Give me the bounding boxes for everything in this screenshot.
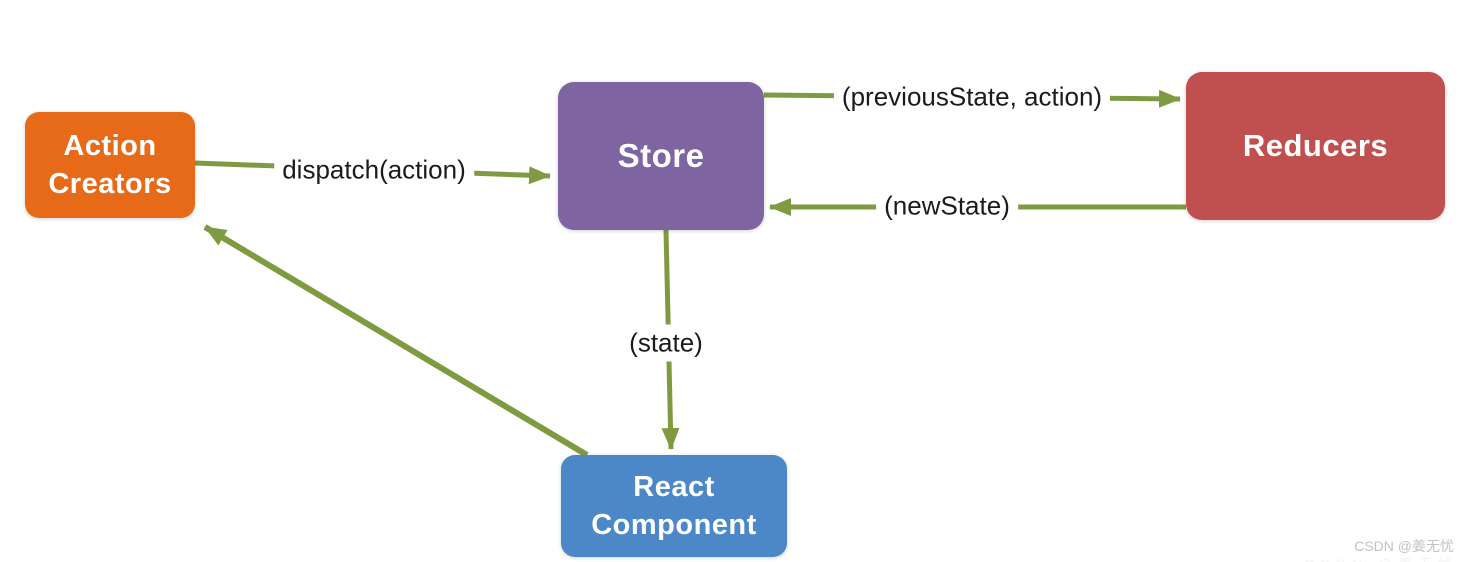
edge-label-dispatch: dispatch(action) xyxy=(274,151,474,189)
watermark: CSDN @姜无忧 xyxy=(1354,538,1454,554)
node-store: Store xyxy=(558,82,764,230)
watermark-clipped: CSDN @姜无忧 xyxy=(1304,554,1458,562)
node-store-label: Store xyxy=(617,137,705,175)
edge-label-new-state: (newState) xyxy=(876,187,1018,225)
edge-label-state: (state) xyxy=(621,324,711,362)
node-react-component: React Component xyxy=(561,455,787,557)
arrow-react-to-action-creators xyxy=(203,224,589,458)
edge-label-previous-state: (previousState, action) xyxy=(833,78,1111,116)
node-action-creators-label: Action Creators xyxy=(48,129,172,200)
node-action-creators: Action Creators xyxy=(25,112,195,218)
node-reducers: Reducers xyxy=(1186,72,1445,220)
node-reducers-label: Reducers xyxy=(1242,127,1389,163)
node-react-component-label: React Component xyxy=(591,470,757,541)
